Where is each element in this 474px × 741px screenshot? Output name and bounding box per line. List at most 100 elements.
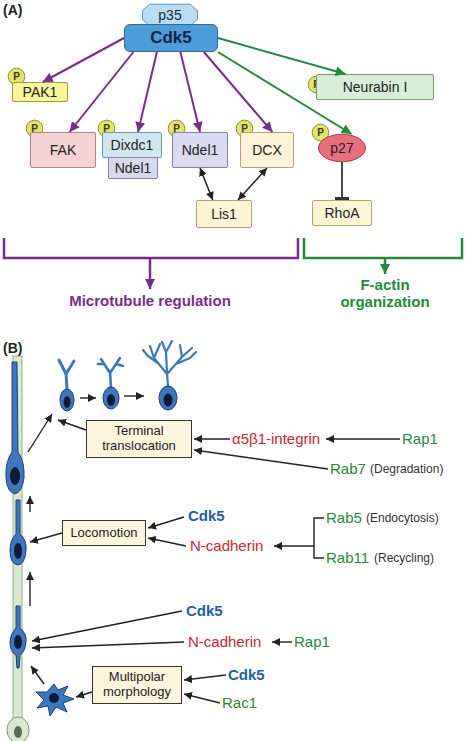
pathway-arrow	[148, 538, 186, 546]
node-text: p35	[158, 7, 181, 23]
molecule-label: Rab7	[330, 460, 366, 477]
molecule-label: N-cadherin	[188, 633, 261, 650]
neuron-illustration	[6, 341, 196, 741]
connector-arrow	[341, 162, 343, 200]
connector	[43, 38, 352, 200]
protein-box: RhoA	[312, 200, 372, 226]
cofactor-box	[143, 4, 198, 26]
node-text: RhoA	[324, 205, 359, 221]
process-box: Locomotion	[62, 520, 146, 546]
nucleus	[10, 467, 20, 485]
node-text: PAK1	[23, 84, 58, 100]
process-box: Multipolar morphology	[92, 666, 182, 704]
brace	[314, 518, 324, 558]
connector-arrow	[138, 52, 157, 132]
pathway-arrow	[124, 395, 144, 396]
pathway-arrow	[274, 545, 314, 546]
dendrite	[143, 341, 196, 387]
protein-box: Ndel1	[108, 157, 158, 179]
protein-box: Lis1	[196, 200, 252, 228]
molecule-label: Rap1	[294, 633, 330, 650]
node-text: FAK	[50, 142, 76, 158]
note-label: (Recycling)	[374, 552, 434, 566]
protein-box: PAK1	[12, 82, 68, 102]
pathway-arrow	[32, 611, 182, 641]
pathway-arrow	[80, 397, 96, 398]
nucleus	[107, 394, 115, 406]
molecule-label: α5β1-integrin	[232, 430, 320, 447]
pathway-arrow	[31, 666, 44, 684]
neuron-cell	[60, 389, 74, 411]
bracket-arrow	[149, 258, 152, 289]
node-text: Lis1	[211, 206, 237, 222]
pathway-arrow	[194, 438, 230, 439]
pathway-arrow	[29, 572, 30, 606]
pathway-arrow	[148, 517, 184, 528]
bracket	[4, 238, 298, 258]
molecule-label: Cdk5	[186, 602, 223, 619]
connector-arrow	[200, 168, 213, 200]
nucleus	[49, 693, 59, 703]
process-box: Terminal translocation	[86, 420, 192, 458]
pathway-arrow	[326, 438, 400, 439]
pathway-arrow	[28, 396, 400, 703]
note-label: (Degradation)	[370, 463, 443, 477]
node-text: Multipolar morphology	[93, 670, 181, 700]
nucleus	[14, 726, 22, 738]
molecule-label: Rap1	[402, 430, 438, 447]
node-text: p27	[330, 140, 353, 156]
pathway-arrow	[194, 450, 328, 469]
node-text: Locomotion	[70, 526, 137, 541]
neuron-cell	[159, 386, 177, 410]
molecule-label: N-cadherin	[190, 537, 263, 554]
node-text: P	[317, 127, 324, 139]
pathway-arrow	[32, 642, 184, 648]
node-text: Ndel1	[115, 160, 152, 176]
molecule-label: Rab11	[326, 549, 369, 566]
protein-ellipse: p27	[318, 134, 366, 162]
nucleus	[64, 396, 71, 408]
molecule-label: Cdk5	[188, 507, 225, 524]
molecule-label: Rab5	[326, 509, 362, 526]
node-text: Cdk5	[150, 28, 192, 48]
note-label: (Endocytosis)	[366, 512, 439, 526]
panel-label: (B)	[3, 340, 22, 356]
pathway-arrow	[28, 414, 52, 452]
neuron-cell	[6, 362, 24, 494]
protein-box: Dixdc1	[102, 132, 162, 158]
protein-box: FAK	[30, 132, 96, 168]
protein-ellipse	[318, 134, 365, 161]
function-label: F-actin organization	[325, 276, 445, 311]
multipolar-cell	[36, 684, 74, 716]
neuron-cell	[10, 606, 26, 668]
neuron-cell	[10, 500, 26, 565]
node-text: Neurabin I	[343, 79, 408, 95]
kinase-box: Cdk5	[124, 24, 218, 52]
connector-arrow	[204, 52, 273, 132]
panel-label: (A)	[3, 2, 22, 18]
node-text: Terminal translocation	[87, 424, 191, 454]
node-text: DCX	[252, 142, 282, 158]
connector-arrow	[238, 168, 267, 200]
nucleus	[14, 543, 22, 559]
protein-box: DCX	[240, 132, 294, 168]
bracket-arrow	[384, 258, 387, 274]
dendrite	[98, 358, 123, 388]
pathway-arrow	[184, 675, 226, 680]
protein-box: Neurabin I	[316, 74, 434, 100]
nucleus	[14, 635, 22, 649]
bracket	[304, 238, 462, 258]
dendrite	[59, 360, 74, 390]
progenitor-cell	[7, 717, 29, 741]
pathway-arrow	[29, 496, 30, 512]
pathway-arrow	[30, 533, 62, 542]
pathway-arrow	[184, 694, 220, 703]
connector-arrow	[70, 52, 134, 132]
neuron-cell	[103, 387, 119, 409]
connector-arrow	[218, 38, 346, 74]
molecule-label: Rac1	[222, 694, 257, 711]
node-text: Ndel1	[182, 142, 219, 158]
pathway-arrow	[272, 641, 292, 642]
